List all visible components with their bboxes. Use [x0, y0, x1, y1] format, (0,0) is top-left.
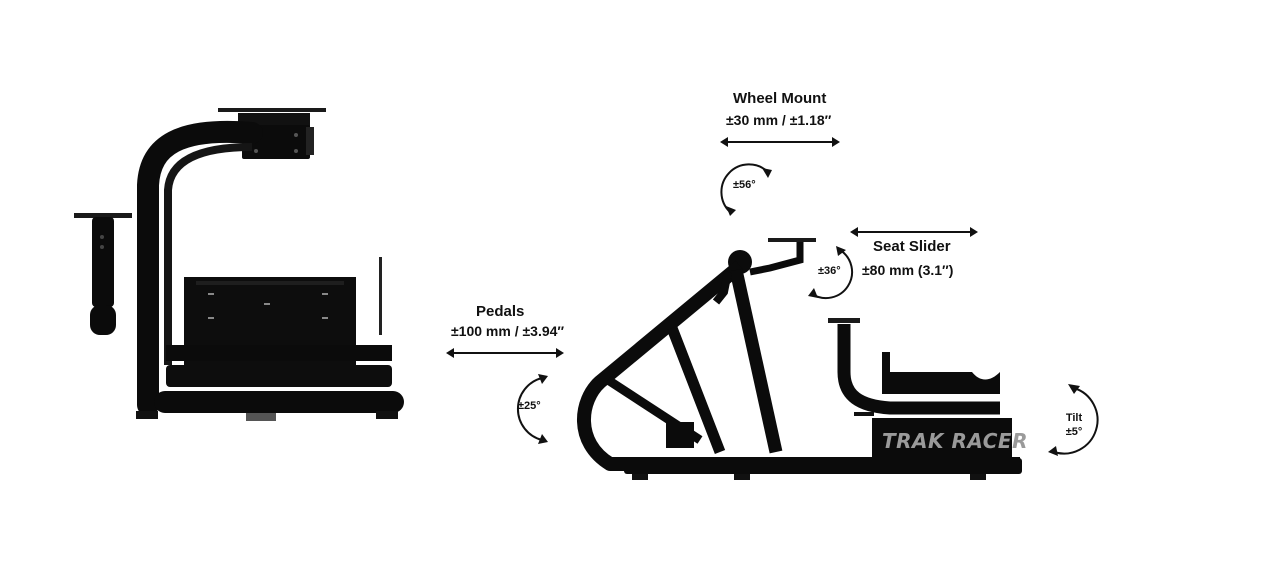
seat-slider-rotate-arrow [808, 246, 854, 300]
wheel-mount-rotation: ±56° [733, 179, 756, 191]
seat-slider-slide-arrow [850, 227, 978, 237]
rig-side-view: TRAK RACER [577, 238, 1028, 480]
brand-logo: TRAK RACER [882, 429, 1028, 453]
pedals-rotation: ±25° [518, 400, 541, 412]
pedals-title: Pedals [476, 303, 525, 320]
pedals-range: ±100 mm / ±3.94″ [451, 323, 565, 339]
seat-slider-title: Seat Slider [873, 238, 951, 255]
rig-front-view [74, 108, 404, 421]
pedals-rotate-arrow [516, 374, 548, 444]
tilt-title: Tilt [1065, 412, 1083, 424]
wheel-mount-rotate-arrow [720, 163, 772, 216]
pedals-slide-arrow [446, 348, 564, 358]
tilt-rotate-arrow [1048, 384, 1099, 456]
tilt-label: Tilt ±5° [1060, 411, 1088, 439]
seat-slider-range: ±80 mm (3.1″) [862, 262, 954, 278]
wheel-mount-title: Wheel Mount [733, 90, 827, 107]
wheel-mount-range: ±30 mm / ±1.18″ [726, 112, 832, 128]
wheel-mount-slide-arrow [720, 137, 840, 147]
tilt-value: ±5° [1065, 426, 1083, 438]
seat-slider-rotation: ±36° [818, 265, 841, 277]
